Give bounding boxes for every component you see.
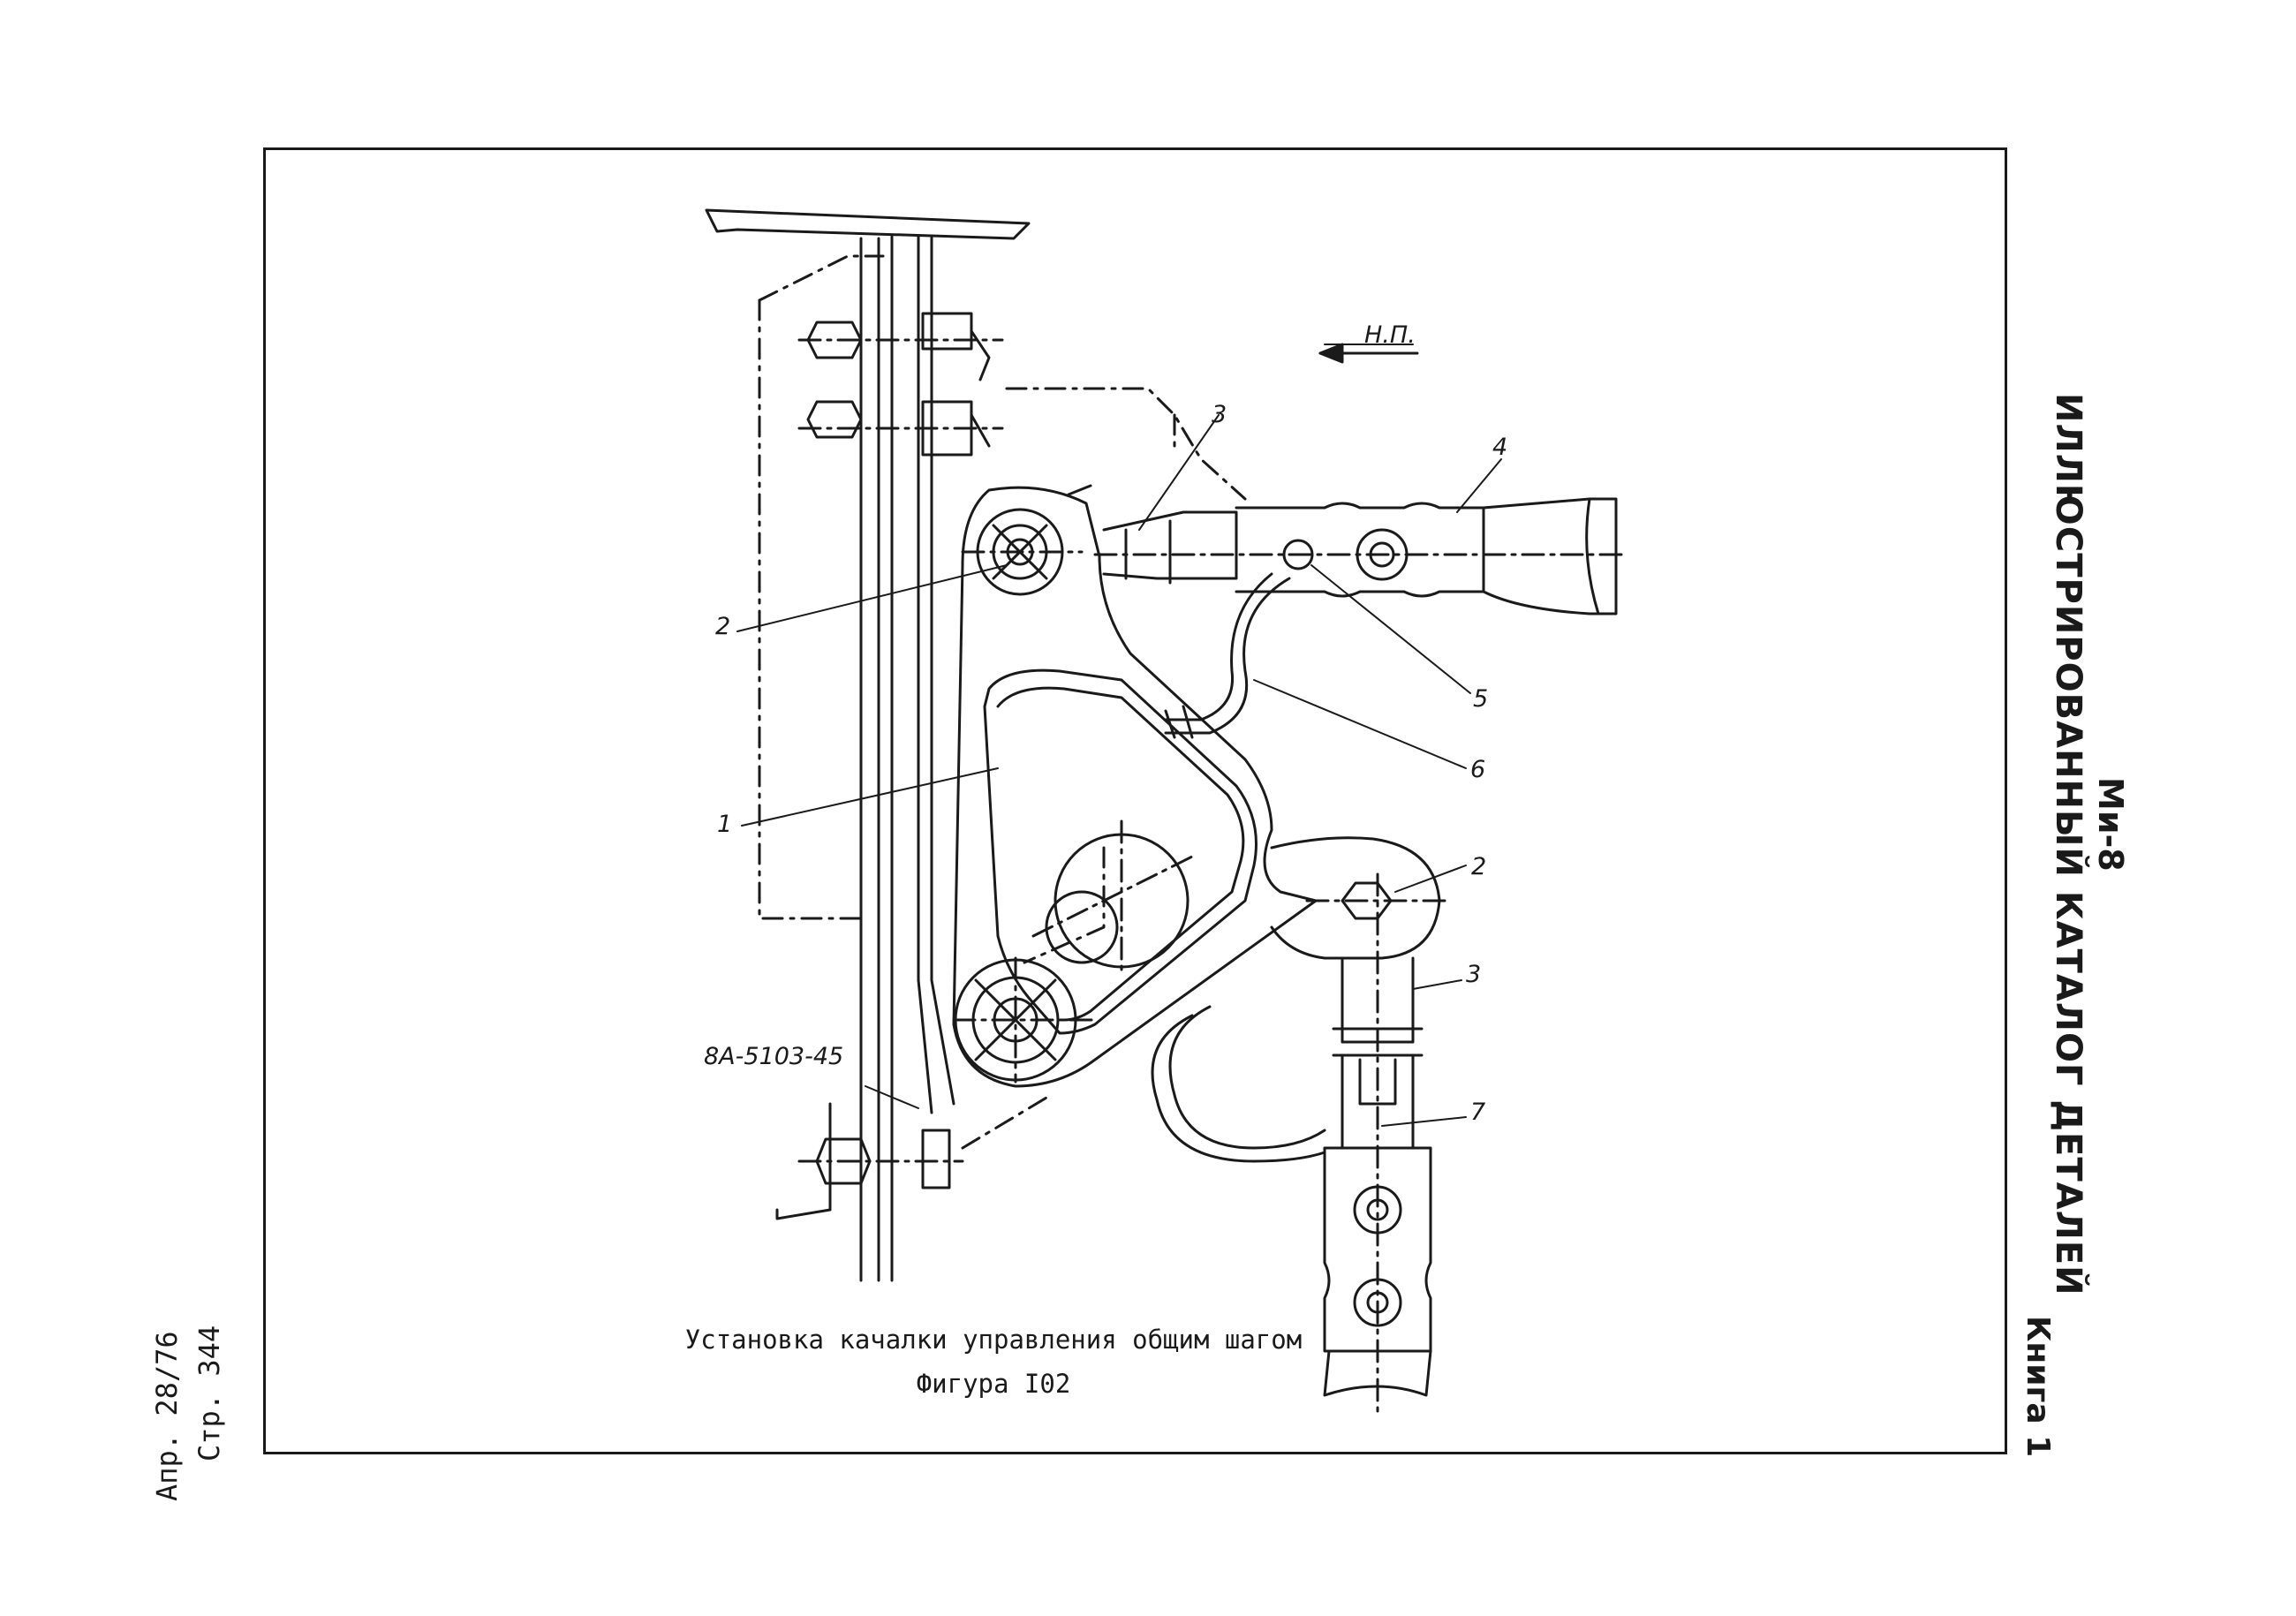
top-flange bbox=[705, 208, 1031, 982]
dashed-outline bbox=[758, 254, 1247, 1150]
callout-5: 5 bbox=[1473, 685, 1488, 713]
figure-number: Фигура I02 bbox=[916, 1369, 1071, 1399]
direction-arrow bbox=[1318, 343, 1419, 364]
page-number: Стр. 344 bbox=[193, 1325, 226, 1461]
bracket-lower bbox=[1151, 1005, 1326, 1163]
callout-1: 1 bbox=[717, 811, 732, 838]
catalog-title: ИЛЛЮСТРИРОВАННЫЙ КАТАЛОГ ДЕТАЛЕЙ bbox=[2048, 393, 2088, 1296]
callout-labels: 3 2 4 5 6 1 2 3 7 8А-5103-45 Н.П. bbox=[704, 321, 1507, 1126]
drawing-frame bbox=[263, 147, 2007, 1454]
callout-2-top: 2 bbox=[715, 613, 730, 640]
callout-2-right: 2 bbox=[1471, 853, 1486, 880]
joint-upper bbox=[961, 484, 1092, 596]
figure-caption: Установка качалки управления общим шагом bbox=[684, 1325, 1303, 1355]
direction-label: Н.П. bbox=[1364, 321, 1416, 349]
callout-7: 7 bbox=[1470, 1099, 1485, 1126]
bolt-group-top bbox=[797, 312, 1004, 457]
joint-right bbox=[1270, 836, 1450, 960]
rod-upper bbox=[1093, 497, 1627, 615]
bolt-group-bottom bbox=[797, 1129, 964, 1189]
callout-6: 6 bbox=[1470, 756, 1485, 783]
leader-lines bbox=[736, 344, 1502, 1127]
bracket-upper bbox=[1164, 572, 1291, 739]
rod-lower bbox=[1323, 872, 1432, 1415]
revision-date: Апр. 28/76 bbox=[150, 1331, 184, 1501]
callout-4: 4 bbox=[1492, 434, 1507, 461]
callout-3-top: 3 bbox=[1212, 401, 1227, 428]
part-reference: 8А-5103-45 bbox=[704, 1043, 843, 1070]
aircraft-title: Ми-8 bbox=[2091, 777, 2130, 872]
callout-3-right: 3 bbox=[1466, 961, 1481, 988]
vertical-frame bbox=[775, 237, 955, 1282]
book-number: Книга 1 bbox=[2020, 1316, 2056, 1458]
pivot-lower bbox=[952, 956, 1097, 1084]
